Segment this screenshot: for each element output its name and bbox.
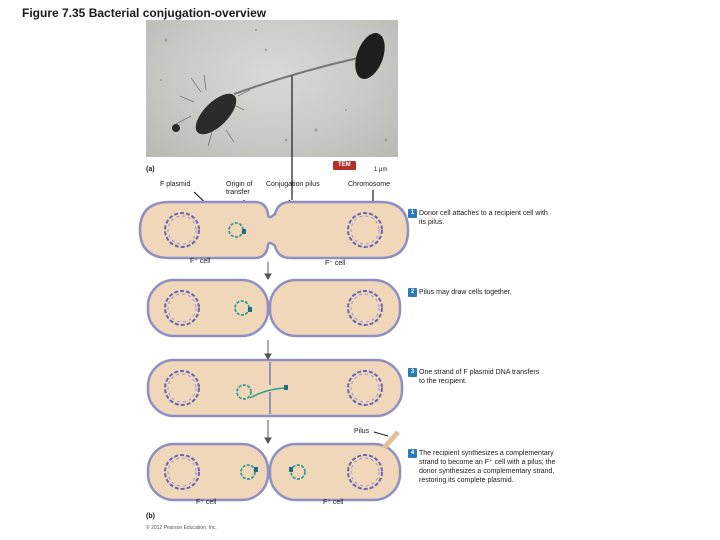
step-1-line-1: Donor cell attaches to a recipient cell …	[419, 210, 548, 217]
step4-cells	[146, 430, 402, 502]
step-2-text: Pilus may draw cells together.	[419, 288, 599, 297]
step-4-line-4: restoring its complete plasmid.	[419, 477, 514, 484]
figure-title: Figure 7.35 Bacterial conjugation-overvi…	[22, 6, 267, 20]
chromosome-label: Chromosome	[348, 181, 391, 188]
origin-of-transfer-label-2: transfer	[226, 189, 250, 196]
part-a-label: (a)	[146, 166, 155, 173]
step-4-badge: 4	[408, 449, 417, 458]
step-4-text: The recipient synthesizes a complementar…	[419, 449, 599, 485]
f-plus-cell-label-3: F⁺ cell	[323, 499, 344, 506]
step-3-line-2: to the recipient.	[419, 378, 467, 385]
step-2-line-1: Pilus may draw cells together.	[419, 289, 512, 296]
step-3-badge: 3	[408, 368, 417, 377]
f-plus-cell-label-2: F⁺ cell	[196, 499, 217, 506]
step-2-badge: 2	[408, 288, 417, 297]
copyright: © 2012 Pearson Education, Inc.	[146, 525, 217, 531]
step-4-line-3: donor synthesizes a complementary strand…	[419, 468, 555, 475]
step-4-line-1: The recipient synthesizes a complementar…	[419, 450, 554, 457]
tem-badge: TEM	[333, 161, 356, 170]
conjugation-pilus-label: Conjugation pilus	[266, 181, 320, 188]
scale-bar-label: 1 μm	[374, 167, 388, 173]
part-b-label: (b)	[146, 513, 155, 520]
step3-cells	[146, 358, 404, 418]
step-4-line-2: strand to become an F⁺ cell with a pilus…	[419, 459, 556, 466]
pilus-label: Pilus	[354, 428, 370, 435]
step-3-line-1: One strand of F plasmid DNA transfers	[419, 369, 540, 376]
origin-of-transfer-label-1: Origin of	[226, 181, 253, 188]
step-1-text: Donor cell attaches to a recipient cell …	[419, 209, 599, 227]
tem-micrograph	[146, 20, 398, 157]
step1-cells	[138, 200, 410, 260]
step-1-line-2: its pilus.	[419, 219, 445, 226]
step2-cells	[146, 278, 402, 338]
f-minus-cell-label: F⁻ cell	[325, 260, 346, 267]
f-plasmid-label: F plasmid	[160, 181, 191, 188]
step-1-badge: 1	[408, 209, 417, 218]
step-3-text: One strand of F plasmid DNA transfers to…	[419, 368, 599, 386]
micrograph-donor-cell	[172, 74, 251, 147]
f-plus-cell-label-1: F⁺ cell	[190, 258, 211, 265]
